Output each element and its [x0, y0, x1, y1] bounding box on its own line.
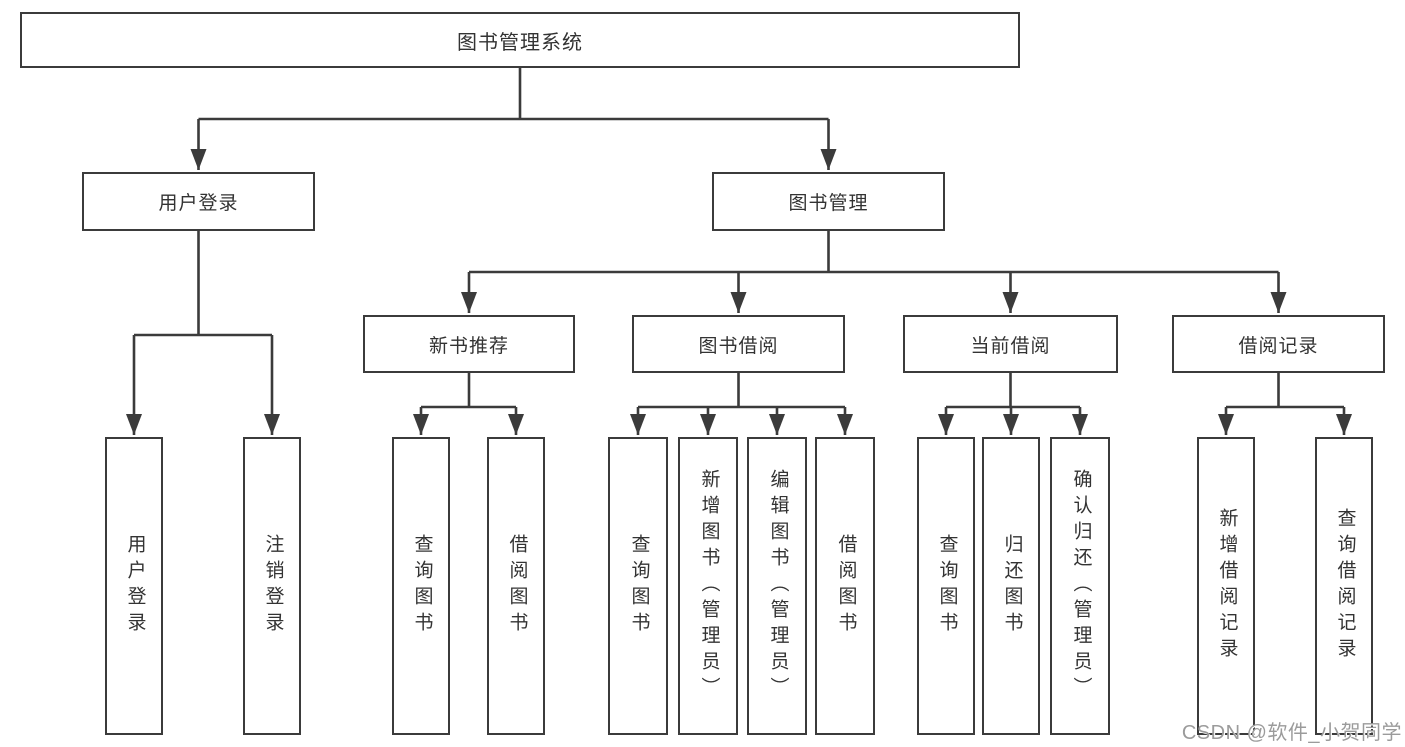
leaf-rec-borrow-books: 借阅图书	[487, 437, 545, 735]
leaf-user-login: 用户登录	[105, 437, 163, 735]
node-user-login: 用户登录	[82, 172, 315, 231]
leaf-bb-borrow-books: 借阅图书	[815, 437, 875, 735]
leaf-cb-return-books: 归还图书	[982, 437, 1040, 735]
node-root: 图书管理系统	[20, 12, 1020, 68]
node-borrow-records: 借阅记录	[1172, 315, 1385, 373]
connector-book-mgmt-to-level3	[461, 231, 1287, 313]
leaf-bb-add-book-admin: 新增图书（管理员）	[678, 437, 738, 735]
csdn-watermark: CSDN @软件_小贺同学	[1181, 722, 1402, 744]
leaf-bb-query-books: 查询图书	[608, 437, 668, 735]
leaf-cb-query-books: 查询图书	[917, 437, 975, 735]
connector-new-book-rec-to-leaves	[413, 373, 524, 435]
node-book-borrow: 图书借阅	[632, 315, 845, 373]
leaf-br-add-record: 新增借阅记录	[1197, 437, 1255, 735]
connector-user-login-to-leaves	[126, 231, 280, 435]
leaf-logout: 注销登录	[243, 437, 301, 735]
connector-root-to-level2	[190, 68, 837, 170]
leaf-rec-query-books: 查询图书	[392, 437, 450, 735]
leaf-br-query-record: 查询借阅记录	[1315, 437, 1373, 735]
connector-borrow-records-to-leaves	[1218, 373, 1352, 435]
connector-current-borrow-to-leaves	[938, 373, 1088, 435]
node-new-book-recommend: 新书推荐	[363, 315, 575, 373]
node-current-borrow: 当前借阅	[903, 315, 1118, 373]
node-book-management: 图书管理	[712, 172, 945, 231]
leaf-cb-confirm-return-admin: 确认归还（管理员）	[1050, 437, 1110, 735]
leaf-bb-edit-book-admin: 编辑图书（管理员）	[747, 437, 807, 735]
connector-book-borrow-to-leaves	[630, 373, 853, 435]
